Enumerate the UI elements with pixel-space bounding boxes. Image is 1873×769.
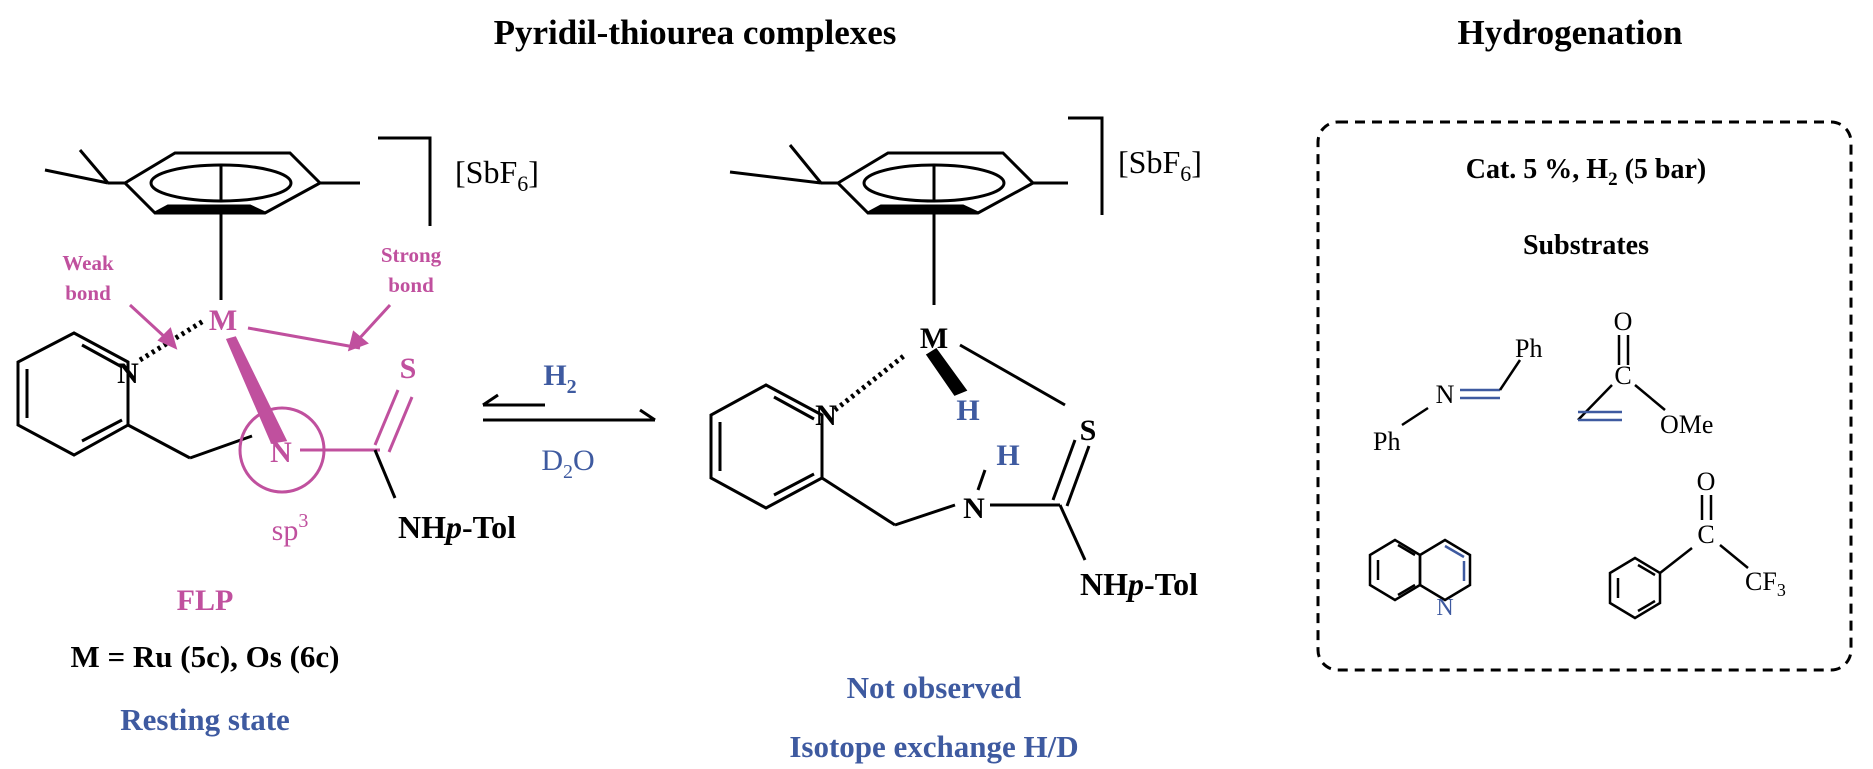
cymene-front-wedge-1 xyxy=(154,204,266,215)
metal-label-1: M xyxy=(209,304,237,337)
flp-label: FLP xyxy=(177,584,234,617)
quinoline-substrate xyxy=(1368,538,1472,602)
equilibrium-arrows xyxy=(482,393,656,422)
n-pyridine-2: N xyxy=(815,399,837,432)
bracket-2 xyxy=(1068,116,1104,215)
counterion-1: [SbF6] xyxy=(455,154,539,196)
resting-state-label: Resting state xyxy=(120,702,290,737)
complex-2 xyxy=(709,116,1104,561)
ketone-c: C xyxy=(1697,520,1714,549)
n-amine-2: N xyxy=(963,492,985,525)
complex-1 xyxy=(16,136,432,460)
substrates-box xyxy=(1316,120,1853,672)
d2o-label: D2O xyxy=(541,444,594,483)
sp3-label: sp3 xyxy=(272,510,309,547)
isotope-exchange-label: Isotope exchange H/D xyxy=(789,729,1078,764)
acrylate-substrate xyxy=(1577,335,1666,422)
title-complexes: Pyridil-thiourea complexes xyxy=(494,13,897,52)
imine-ph1: Ph xyxy=(1515,334,1542,363)
metals-label: M = Ru (5c), Os (6c) xyxy=(70,639,339,674)
n-amine-1: N xyxy=(270,436,292,469)
pyridine-ring-2 xyxy=(709,383,824,510)
ketone-substrate xyxy=(1608,495,1749,620)
dashed-bond-2 xyxy=(833,353,907,412)
n-pyridine-1: N xyxy=(117,357,139,390)
metal-label-2: M xyxy=(920,322,948,355)
acrylate-ome: OMe xyxy=(1660,410,1713,439)
ketone-cf3: CF3 xyxy=(1745,567,1786,600)
not-observed-label: Not observed xyxy=(847,670,1022,705)
wedge-m-h xyxy=(925,347,968,396)
ketone-o: O xyxy=(1697,467,1716,496)
dashed-bond-1 xyxy=(138,317,207,363)
title-hydrogenation: Hydrogenation xyxy=(1458,13,1683,52)
nh-tol-1: NHp-Tol xyxy=(398,509,516,545)
sulfur-2: S xyxy=(1080,414,1097,447)
pyridine-ring-1 xyxy=(16,331,130,457)
nh-hydrogen-label: H xyxy=(996,439,1019,472)
acrylate-c: C xyxy=(1614,361,1631,390)
complex-1-flp xyxy=(128,303,414,494)
conditions-label: Cat. 5 %, H2 (5 bar) xyxy=(1466,154,1706,190)
acrylate-o: O xyxy=(1614,307,1633,336)
bracket-1 xyxy=(378,136,432,226)
substrates-label: Substrates xyxy=(1523,230,1649,261)
hydride-label: H xyxy=(956,394,979,427)
cymene-front-wedge-2 xyxy=(867,204,979,215)
wedge-m-n-1 xyxy=(225,336,288,444)
quinoline-n: N xyxy=(1436,595,1453,621)
imine-n: N xyxy=(1436,380,1455,409)
h2-label: H2 xyxy=(543,359,576,398)
sp3-circle xyxy=(238,406,326,494)
sulfur-1: S xyxy=(400,352,417,385)
imine-ph2: Ph xyxy=(1373,427,1400,456)
nh-tol-2: NHp-Tol xyxy=(1080,566,1198,602)
imine-substrate xyxy=(1401,359,1522,427)
counterion-2: [SbF6] xyxy=(1118,144,1202,186)
